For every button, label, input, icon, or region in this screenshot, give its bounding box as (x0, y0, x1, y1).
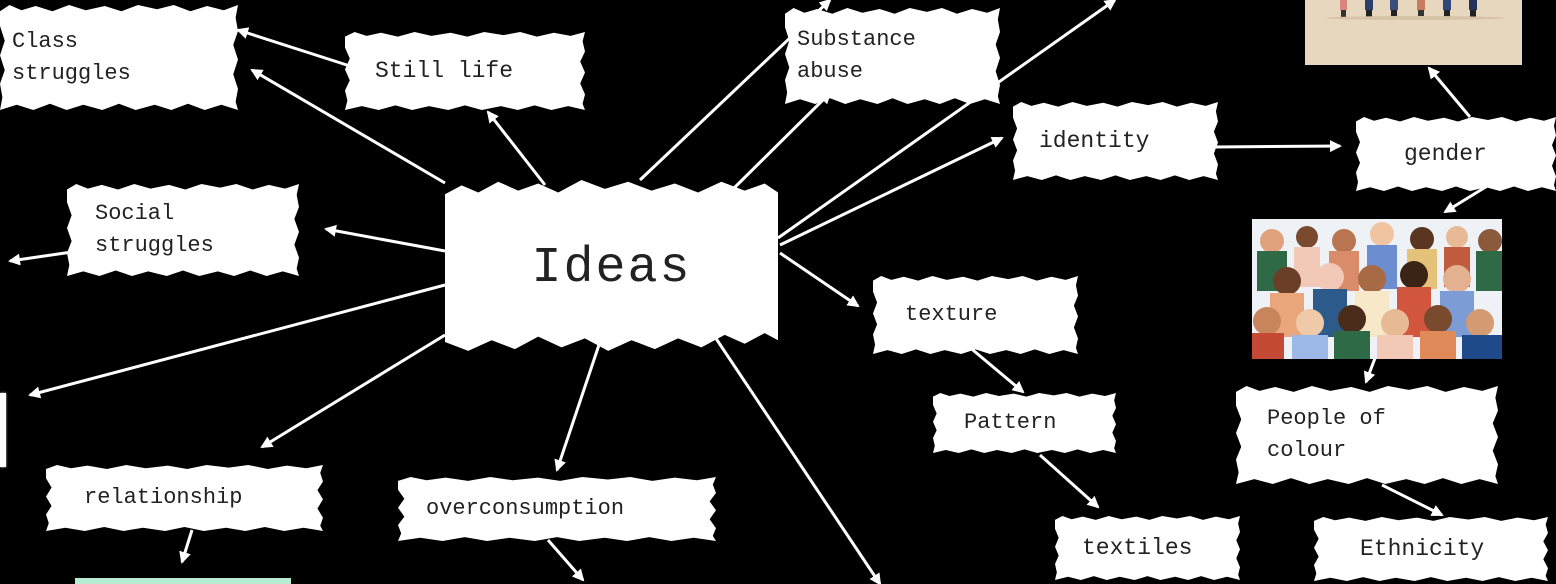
node-texture-label: texture (905, 302, 998, 327)
node-relationship: relationship (46, 465, 323, 531)
node-substance-abuse: Substance abuse (785, 8, 1000, 104)
node-substance-abuse-label: Substance abuse (797, 27, 916, 84)
arrow-to-still-life (486, 110, 547, 186)
arrow-people-to-ethnicity (1381, 483, 1444, 517)
arrow-to-left-node (28, 283, 446, 399)
diverse-people-image (1252, 219, 1502, 359)
node-gender: gender (1356, 117, 1556, 191)
arrow-identity-to-gender (1214, 140, 1342, 153)
node-texture: texture (873, 276, 1078, 354)
node-still-life-label: Still life (375, 58, 514, 84)
arrow-to-social-struggles (324, 224, 446, 253)
node-overconsumption-label: overconsumption (426, 496, 625, 521)
arrow-class-to-still-life (236, 27, 351, 68)
node-textiles-label: textiles (1082, 535, 1193, 561)
crowd-illustration-icon (1252, 219, 1502, 359)
arrow-to-texture (779, 251, 860, 308)
node-ethnicity: Ethnicity (1314, 517, 1548, 581)
node-textiles: textiles (1055, 516, 1240, 580)
node-people-of-colour-label: People of colour (1267, 406, 1386, 463)
node-social-struggles-label: Social struggles (95, 201, 214, 258)
node-ethnicity-label: Ethnicity (1360, 536, 1485, 562)
node-pattern-label: Pattern (964, 410, 1057, 435)
arrow-up-from-right (777, 0, 1117, 240)
arrow-to-substance-abuse (725, 91, 832, 197)
arrow-relationship-down (179, 529, 194, 564)
arrow-to-bottom-right (705, 324, 882, 584)
standing-figures-icon (1325, 0, 1505, 20)
node-identity-label: identity (1039, 128, 1150, 154)
node-still-life: Still life (345, 32, 585, 110)
node-class-struggles: Class struggles (0, 5, 238, 110)
arrow-to-class-struggles (250, 68, 446, 185)
arrow-social-to-left (8, 250, 73, 266)
node-identity: identity (1013, 102, 1218, 180)
node-gender-label: gender (1404, 141, 1487, 167)
arrow-to-identity (779, 136, 1004, 247)
arrow-pattern-to-textiles (1038, 453, 1100, 509)
ideas-central-node: Ideas (445, 180, 778, 351)
arrow-to-relationship (260, 333, 446, 449)
node-relationship-label: relationship (84, 485, 243, 510)
node-class-struggles-label: Class struggles (12, 28, 131, 86)
node-people-of-colour: People of colour (1236, 386, 1498, 484)
node-pattern: Pattern (933, 393, 1116, 453)
green-card-partial (75, 578, 291, 584)
arrow-overconsumption-down (546, 539, 585, 582)
gender-figures-image (1305, 0, 1522, 65)
arrow-gender-to-image (1427, 66, 1472, 118)
node-overconsumption: overconsumption (398, 477, 716, 541)
node-left-edge-partial (0, 393, 6, 467)
ideas-title: Ideas (531, 240, 692, 297)
node-social-struggles: Social struggles (67, 184, 299, 276)
